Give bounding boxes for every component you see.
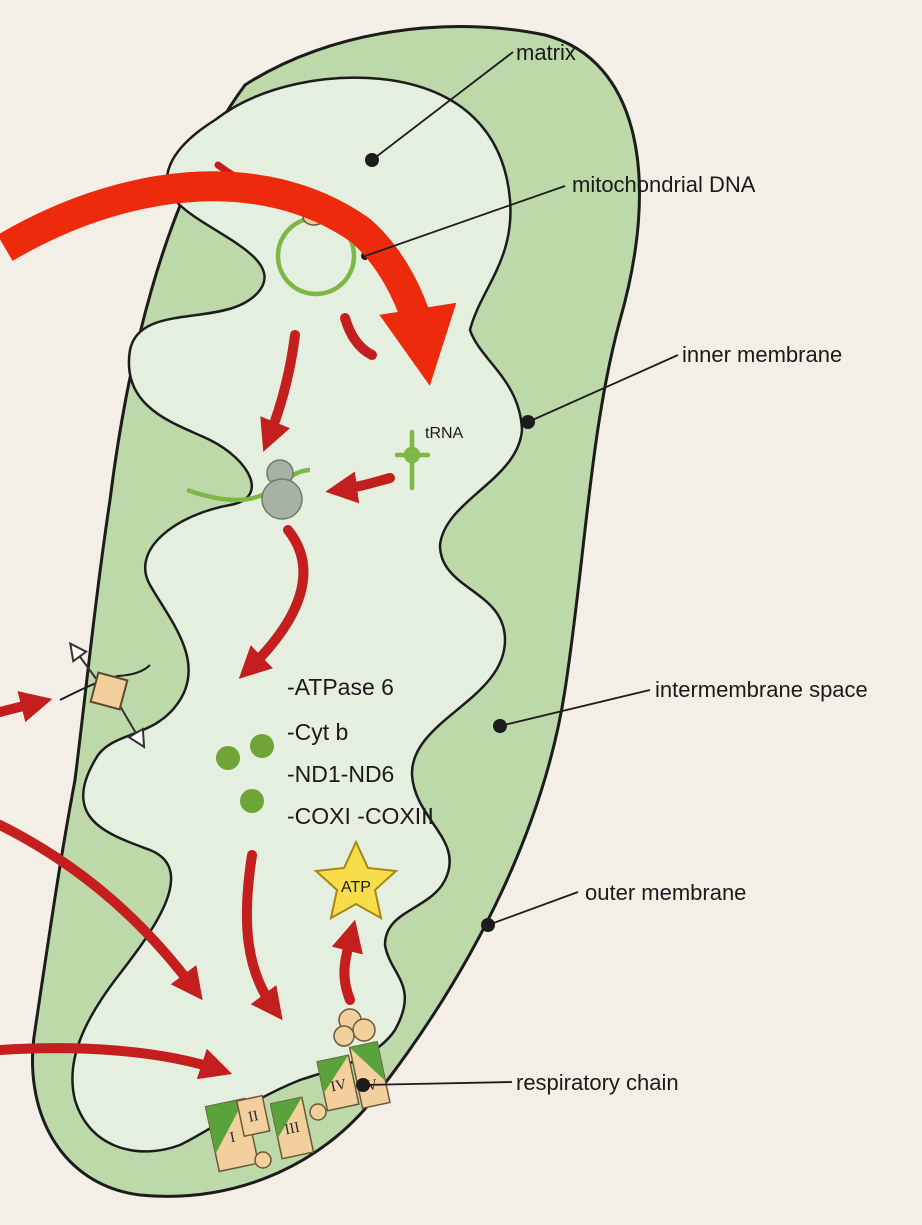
protein-dot-1 bbox=[216, 746, 240, 770]
dot-intermembrane bbox=[493, 719, 507, 733]
protein-nd: -ND1-ND6 bbox=[287, 761, 394, 787]
label-respiratory-chain: respiratory chain bbox=[516, 1070, 679, 1095]
leader-outer-membrane bbox=[488, 892, 578, 925]
label-outer-membrane: outer membrane bbox=[585, 880, 746, 905]
atp-label: ATP bbox=[341, 879, 371, 896]
dot-outer-membrane bbox=[481, 918, 495, 932]
trna-label: tRNA bbox=[425, 425, 464, 442]
label-intermembrane-space: intermembrane space bbox=[655, 677, 868, 702]
label-mitochondrial-dna: mitochondrial DNA bbox=[572, 172, 756, 197]
label-inner-membrane: inner membrane bbox=[682, 342, 842, 367]
arrow-import-to-channel bbox=[0, 702, 40, 712]
dot-inner-membrane bbox=[521, 415, 535, 429]
protein-dot-3 bbox=[240, 789, 264, 813]
cytochrome-c bbox=[310, 1104, 326, 1120]
atp-synthase-head-2 bbox=[353, 1019, 375, 1041]
label-matrix: matrix bbox=[516, 40, 576, 65]
protein-dot-2 bbox=[250, 734, 274, 758]
dot-matrix bbox=[365, 153, 379, 167]
ribosome-large-subunit bbox=[262, 479, 302, 519]
protein-atpase6: -ATPase 6 bbox=[287, 674, 394, 700]
dot-respiratory-chain bbox=[356, 1078, 370, 1092]
atp-synthase-head-3 bbox=[334, 1026, 354, 1046]
membrane-transporter bbox=[91, 673, 128, 710]
protein-cytb: -Cyt b bbox=[287, 719, 348, 745]
coenzyme-q bbox=[255, 1152, 271, 1168]
protein-cox: -COXI -COXIII bbox=[287, 803, 434, 829]
